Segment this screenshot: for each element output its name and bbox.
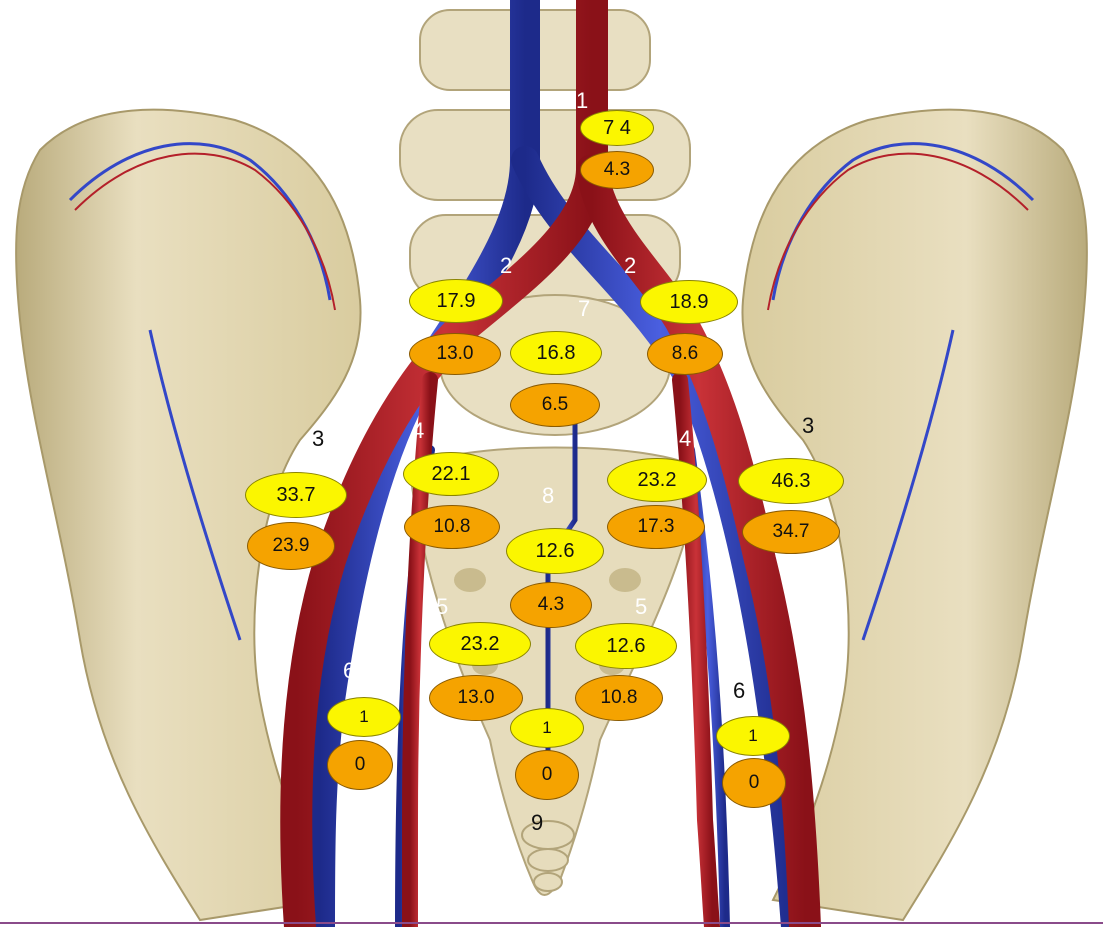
site-label-7: 7 — [578, 298, 590, 320]
site-3-left-inflow-ellipse: 33.7 — [245, 472, 347, 518]
site-label-3-right: 3 — [802, 415, 814, 437]
site-9-inflow-ellipse: 1 — [510, 708, 584, 748]
coccyx — [522, 821, 574, 891]
site-2-left-inflow-ellipse: 17.9 — [409, 279, 503, 323]
site-7-outflow-ellipse: 6.5 — [510, 383, 600, 427]
site-2-left-outflow-ellipse: 13.0 — [409, 333, 501, 375]
site-label-5-left: 5 — [436, 596, 448, 618]
site-1-outflow-ellipse: 4.3 — [580, 151, 654, 189]
site-6-left-inflow-ellipse: 1 — [327, 697, 401, 737]
site-8-outflow-ellipse: 4.3 — [510, 582, 592, 628]
site-3-right-outflow-ellipse: 34.7 — [742, 510, 840, 554]
site-label-3-left: 3 — [312, 428, 324, 450]
site-6-right-inflow-ellipse: 1 — [716, 716, 790, 756]
site-5-left-outflow-ellipse: 13.0 — [429, 675, 523, 721]
site-6-right-outflow-ellipse: 0 — [722, 758, 786, 808]
site-label-6-right: 6 — [733, 680, 745, 702]
site-label-4-left: 4 — [412, 420, 424, 442]
bottom-rule — [0, 922, 1103, 924]
site-4-left-outflow-ellipse: 10.8 — [404, 505, 500, 549]
site-label-4-right: 4 — [679, 428, 691, 450]
site-label-9: 9 — [531, 812, 543, 834]
site-4-right-outflow-ellipse: 17.3 — [607, 505, 705, 549]
site-5-left-inflow-ellipse: 23.2 — [429, 622, 531, 666]
site-3-left-outflow-ellipse: 23.9 — [247, 522, 335, 570]
site-5-right-inflow-ellipse: 12.6 — [575, 623, 677, 669]
site-label-5-right: 5 — [635, 596, 647, 618]
site-3-right-inflow-ellipse: 46.3 — [738, 458, 844, 504]
site-4-right-inflow-ellipse: 23.2 — [607, 458, 707, 502]
site-9-outflow-ellipse: 0 — [515, 750, 579, 800]
site-2-right-outflow-ellipse: 8.6 — [647, 333, 723, 375]
site-2-right-inflow-ellipse: 18.9 — [640, 280, 738, 324]
site-label-8: 8 — [542, 485, 554, 507]
site-8-inflow-ellipse: 12.6 — [506, 528, 604, 574]
site-label-1: 1 — [576, 90, 588, 112]
site-5-right-outflow-ellipse: 10.8 — [575, 675, 663, 721]
site-1-inflow-ellipse: 7 4 — [580, 110, 654, 146]
site-7-inflow-ellipse: 16.8 — [510, 331, 602, 375]
site-label-2-right: 2 — [624, 255, 636, 277]
site-6-left-outflow-ellipse: 0 — [327, 740, 393, 790]
site-label-6-left: 6 — [343, 660, 355, 682]
site-label-2-left: 2 — [500, 255, 512, 277]
site-4-left-inflow-ellipse: 22.1 — [403, 452, 499, 496]
